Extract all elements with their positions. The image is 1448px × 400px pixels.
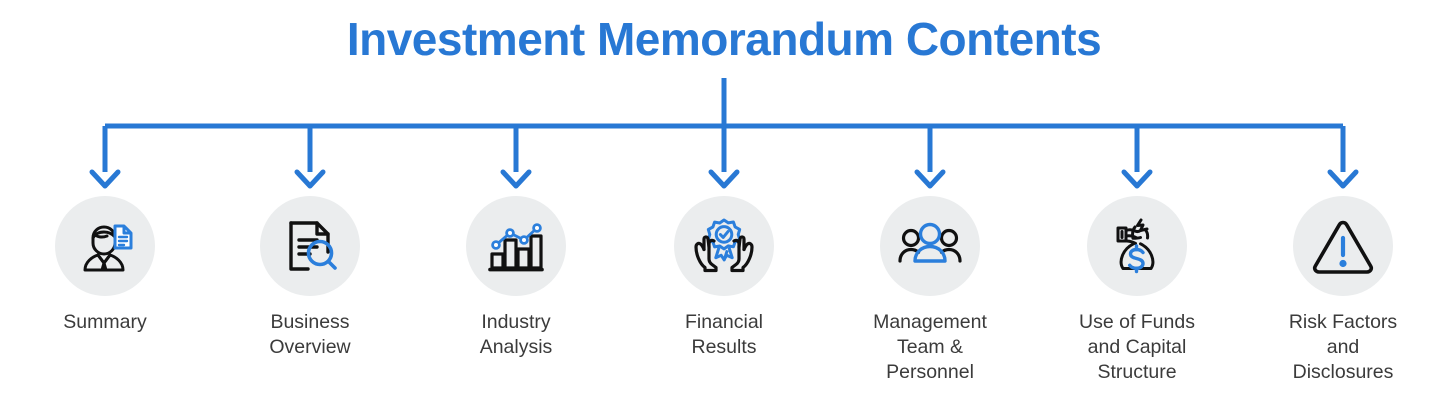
person-document-icon: [83, 224, 133, 272]
page-title: Investment Memorandum Contents: [346, 13, 1102, 65]
magnifier-accent: [306, 239, 337, 270]
document-accent: [113, 224, 133, 250]
node-list: Summary: [0, 196, 1448, 396]
icon-circle: [1087, 196, 1187, 296]
triangle-outline: [1312, 220, 1374, 274]
node-industry-analysis[interactable]: Industry Analysis: [421, 196, 611, 360]
center-person-accent: [913, 222, 947, 263]
node-label: Summary: [63, 311, 147, 333]
warning-triangle-icon: [1312, 220, 1374, 274]
trend-line-accent: [494, 226, 539, 247]
node-use-of-funds[interactable]: Use of Funds and Capital Structure: [1042, 196, 1232, 385]
icon-circle: [466, 196, 566, 296]
node-label: Industry Analysis: [479, 311, 553, 358]
node-summary[interactable]: Summary: [10, 196, 200, 335]
node-risk-factors[interactable]: Risk Factors and Disclosures: [1248, 196, 1438, 385]
exclamation-accent: [1339, 235, 1347, 268]
dollar-sign-accent: [1128, 244, 1145, 274]
arrowhead-5: [914, 169, 946, 189]
document-search-icon: [289, 221, 337, 271]
arrowhead-2: [294, 169, 326, 189]
icon-circle: [260, 196, 360, 296]
node-label: Financial Results: [684, 311, 764, 358]
node-label: Use of Funds and Capital Structure: [1079, 311, 1195, 383]
icon-circle: [674, 196, 774, 296]
icon-circle: [1293, 196, 1393, 296]
hands-award-badge-icon: [694, 218, 754, 273]
node-business-overview[interactable]: Business Overview: [215, 196, 405, 360]
node-label: Business Overview: [269, 311, 351, 358]
icon-circle: [55, 196, 155, 296]
bar-chart-trend-icon: [488, 223, 544, 272]
node-label: Management Team & Personnel: [873, 311, 987, 383]
trend-points-accent: [491, 223, 542, 250]
arrowhead-3: [500, 169, 532, 189]
hand-money-bag-icon: [1116, 218, 1155, 274]
badge-accent: [706, 218, 742, 262]
node-management-team[interactable]: Management Team & Personnel: [835, 196, 1025, 385]
icon-circle: [880, 196, 980, 296]
node-financial-results[interactable]: Financial Results: [629, 196, 819, 360]
node-label: Risk Factors and Disclosures: [1288, 311, 1398, 383]
arrowhead-1: [89, 169, 121, 189]
arrowhead-4: [708, 169, 740, 189]
arrowhead-6: [1121, 169, 1153, 189]
arrowhead-7: [1327, 169, 1359, 189]
people-group-icon: [898, 222, 962, 263]
hands: [694, 235, 754, 273]
